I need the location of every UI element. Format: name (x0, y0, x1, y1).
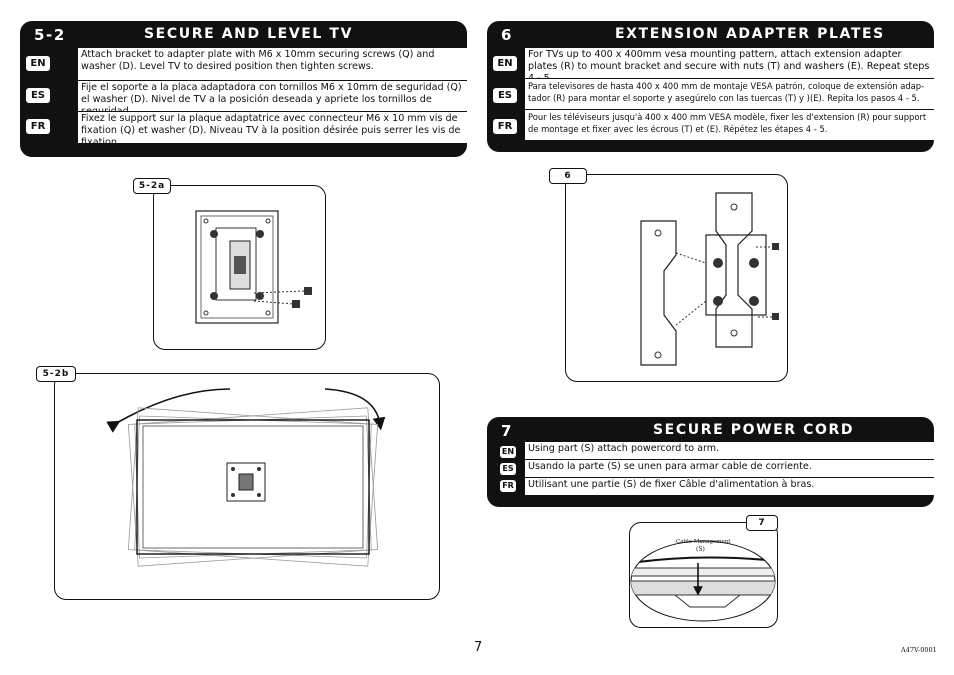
figure-5-2a (153, 185, 326, 350)
lang-badge-fr: FR (500, 480, 516, 492)
cable-part-label: (S) (696, 546, 705, 553)
section-6-title: EXTENSION ADAPTER PLATES (615, 26, 885, 42)
section-5-2-panel: 5-2 SECURE AND LEVEL TV EN Attach bracke… (20, 21, 467, 157)
tv-level-illustration (106, 388, 386, 567)
section-7-title: SECURE POWER CORD (653, 422, 855, 438)
lang-badge-es: ES (493, 88, 517, 103)
section-5-2-text-es: Fije el soporte a la placa adaptadora co… (78, 81, 467, 117)
section-5-2-text-fr: Fixez le support sur la plaque adaptatri… (78, 112, 467, 148)
figure-7: Cable Management (S) (629, 522, 778, 628)
lang-badge-fr: FR (26, 119, 50, 134)
section-6-header: 6 EXTENSION ADAPTER PLATES (487, 21, 934, 47)
section-5-2-title: SECURE AND LEVEL TV (144, 26, 354, 42)
section-7-text-es: Usando la parte (S) se unen para armar c… (525, 460, 934, 477)
document-code: A47V-0001 (901, 646, 937, 654)
lang-badge-en: EN (493, 56, 517, 71)
lang-badge-fr: FR (493, 119, 517, 134)
section-7-number: 7 (501, 422, 514, 440)
cable-management-illustration (630, 540, 776, 622)
figure-7-label: 7 (746, 515, 778, 531)
figure-5-2b (54, 373, 440, 600)
lang-badge-en: EN (500, 446, 516, 458)
figure-6 (565, 174, 788, 382)
extension-plates-illustration (640, 192, 779, 366)
lang-badge-es: ES (26, 88, 50, 103)
lang-badge-en: EN (26, 56, 50, 71)
section-5-2-header: 5-2 SECURE AND LEVEL TV (20, 21, 467, 47)
section-7-text-fr: Utilisant une partie (S) de fixer Câble … (525, 478, 934, 495)
section-5-2-number: 5-2 (34, 26, 66, 44)
section-6-text-es: Para televisores de hasta 400 x 400 mm d… (525, 79, 934, 109)
figure-5-2b-label: 5-2b (36, 366, 76, 382)
section-6-text-fr: Pour les téléviseurs jusqu'à 400 x 400 m… (525, 110, 934, 140)
section-6-panel: 6 EXTENSION ADAPTER PLATES EN For TVs up… (487, 21, 934, 152)
bracket-illustration (195, 210, 312, 324)
section-6-number: 6 (501, 26, 514, 44)
section-7-header: 7 SECURE POWER CORD (487, 417, 934, 443)
figure-6-label: 6 (549, 168, 587, 184)
section-7-text-en: Using part (S) attach powercord to arm. (525, 442, 934, 459)
section-5-2-text-en: Attach bracket to adapter plate with M6 … (78, 48, 467, 80)
lang-badge-es: ES (500, 463, 516, 475)
cable-management-label: Cable Management (676, 539, 731, 545)
figure-5-2a-label: 5-2a (133, 178, 171, 194)
section-7-panel: 7 SECURE POWER CORD EN Using part (S) at… (487, 417, 934, 507)
page-number: 7 (474, 640, 483, 655)
section-6-text-en: For TVs up to 400 x 400mm vesa mounting … (525, 48, 934, 84)
